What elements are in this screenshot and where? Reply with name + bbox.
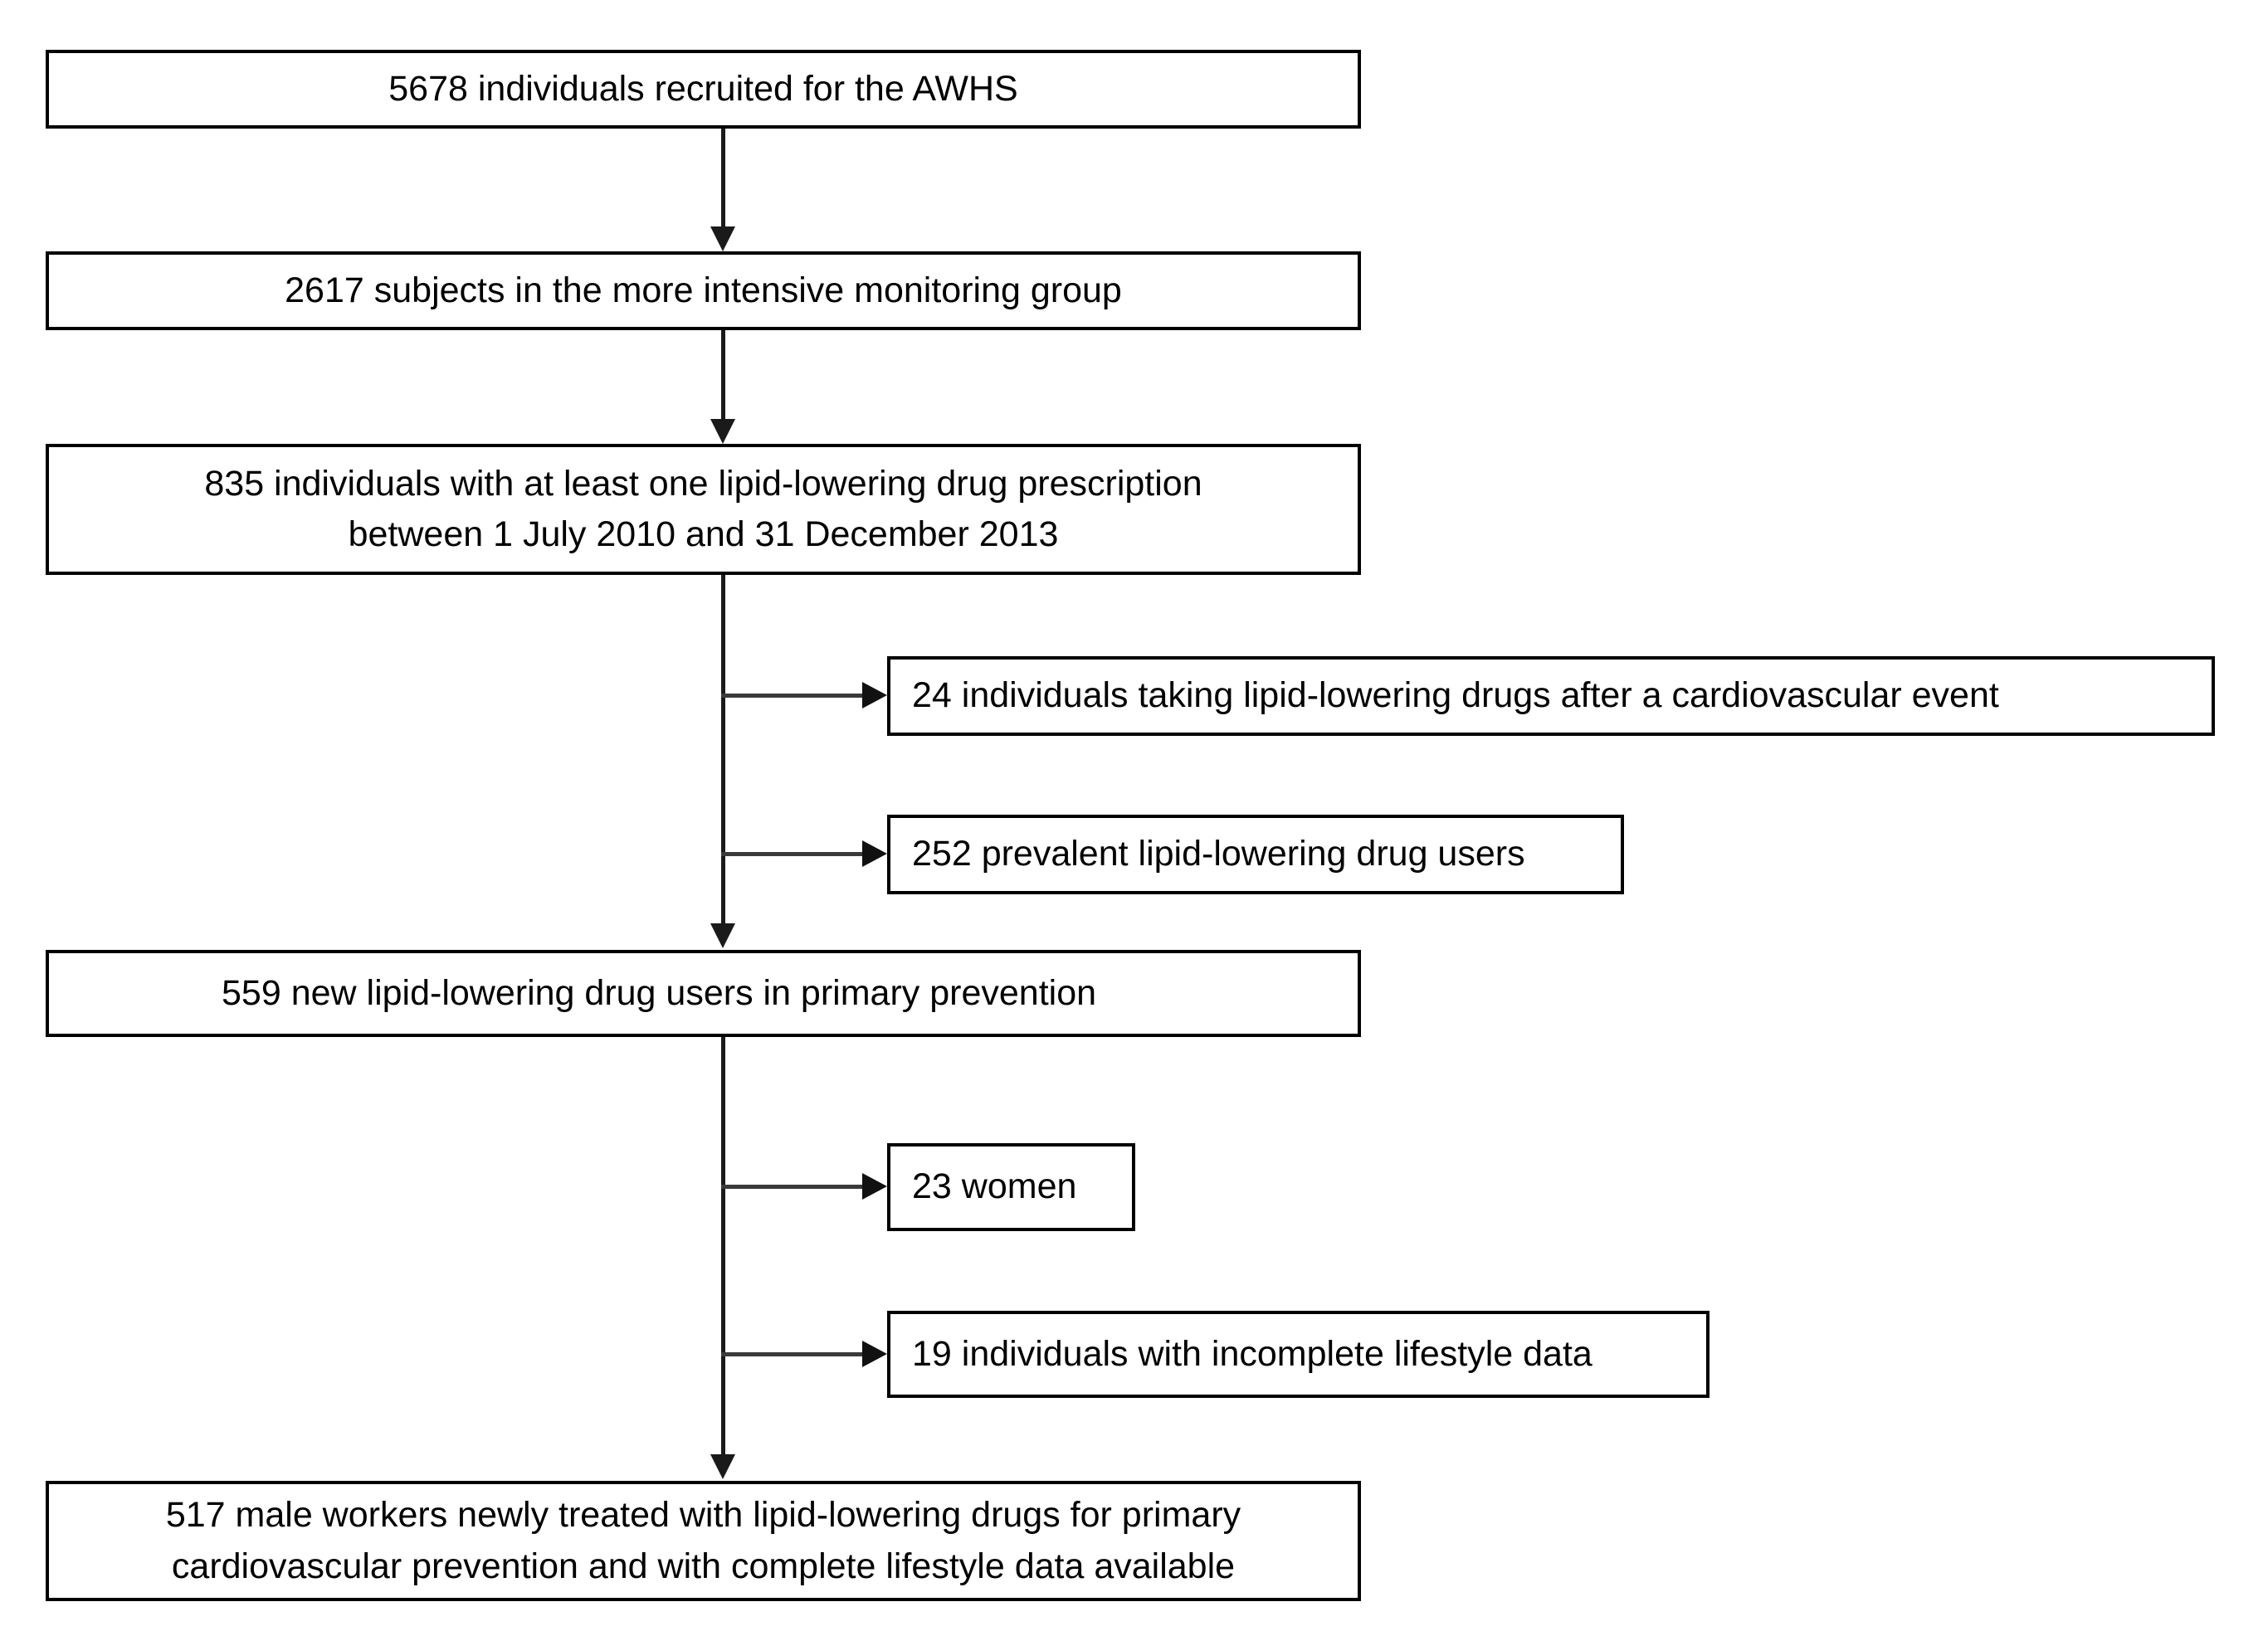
arrowhead-down-to-monitoring xyxy=(710,226,735,251)
exclusion-cardiovascular-event-box: 24 individuals taking lipid-lowering dru… xyxy=(887,656,2215,736)
final-cohort-box: 517 male workers newly treated with lipi… xyxy=(46,1481,1361,1601)
connector-monitoring-to-prescription xyxy=(721,330,725,421)
exclusion-incomplete-lifestyle-line-1: 19 individuals with incomplete lifestyle… xyxy=(912,1333,1592,1374)
final-cohort-box-line-2: cardiovascular prevention and with compl… xyxy=(171,1546,1236,1586)
connector-recruited-to-monitoring xyxy=(721,129,725,226)
arrowhead-right-to-exclusion-cardiovascular-event xyxy=(862,682,887,708)
final-cohort-box-line-1: 517 male workers newly treated with lipi… xyxy=(165,1495,1241,1536)
arrowhead-down-to-new-users xyxy=(710,923,735,948)
exclusion-incomplete-lifestyle-box: 19 individuals with incomplete lifestyle… xyxy=(887,1311,1710,1398)
exclusion-prevalent-users-box: 252 prevalent lipid-lowering drug users xyxy=(887,815,1624,894)
connector-to-exclusion-incomplete-lifestyle xyxy=(721,1352,864,1356)
connector-to-exclusion-cardiovascular-event xyxy=(721,694,864,698)
monitoring-group-box-line-1: 2617 subjects in the more intensive moni… xyxy=(285,270,1122,310)
new-users-box: 559 new lipid-lowering drug users in pri… xyxy=(46,950,1361,1037)
prescription-box-line-2: between 1 July 2010 and 31 December 2013 xyxy=(348,514,1059,554)
exclusion-women-line-1: 23 women xyxy=(912,1166,1077,1207)
recruited-box-line-1: 5678 individuals recruited for the AWHS xyxy=(388,68,1018,109)
arrowhead-right-to-exclusion-incomplete-lifestyle xyxy=(862,1341,887,1367)
connector-to-exclusion-prevalent-users xyxy=(721,852,864,856)
arrowhead-down-to-final-cohort xyxy=(710,1454,735,1479)
arrowhead-right-to-exclusion-prevalent-users xyxy=(862,840,887,867)
connector-prescription-to-new-users xyxy=(721,575,725,925)
monitoring-group-box: 2617 subjects in the more intensive moni… xyxy=(46,251,1361,330)
prescription-box-line-1: 835 individuals with at least one lipid-… xyxy=(204,463,1202,504)
connector-new-users-to-final-cohort xyxy=(721,1037,725,1456)
exclusion-women-box: 23 women xyxy=(887,1143,1135,1231)
arrowhead-down-to-prescription xyxy=(710,419,735,444)
arrowhead-right-to-exclusion-women xyxy=(862,1173,887,1200)
prescription-box: 835 individuals with at least one lipid-… xyxy=(46,444,1361,575)
new-users-box-line-1: 559 new lipid-lowering drug users in pri… xyxy=(222,972,1097,1013)
recruited-box: 5678 individuals recruited for the AWHS xyxy=(46,50,1361,129)
exclusion-cardiovascular-event-line-1: 24 individuals taking lipid-lowering dru… xyxy=(912,675,1999,716)
exclusion-prevalent-users-line-1: 252 prevalent lipid-lowering drug users xyxy=(912,834,1525,874)
connector-to-exclusion-women xyxy=(721,1185,864,1189)
